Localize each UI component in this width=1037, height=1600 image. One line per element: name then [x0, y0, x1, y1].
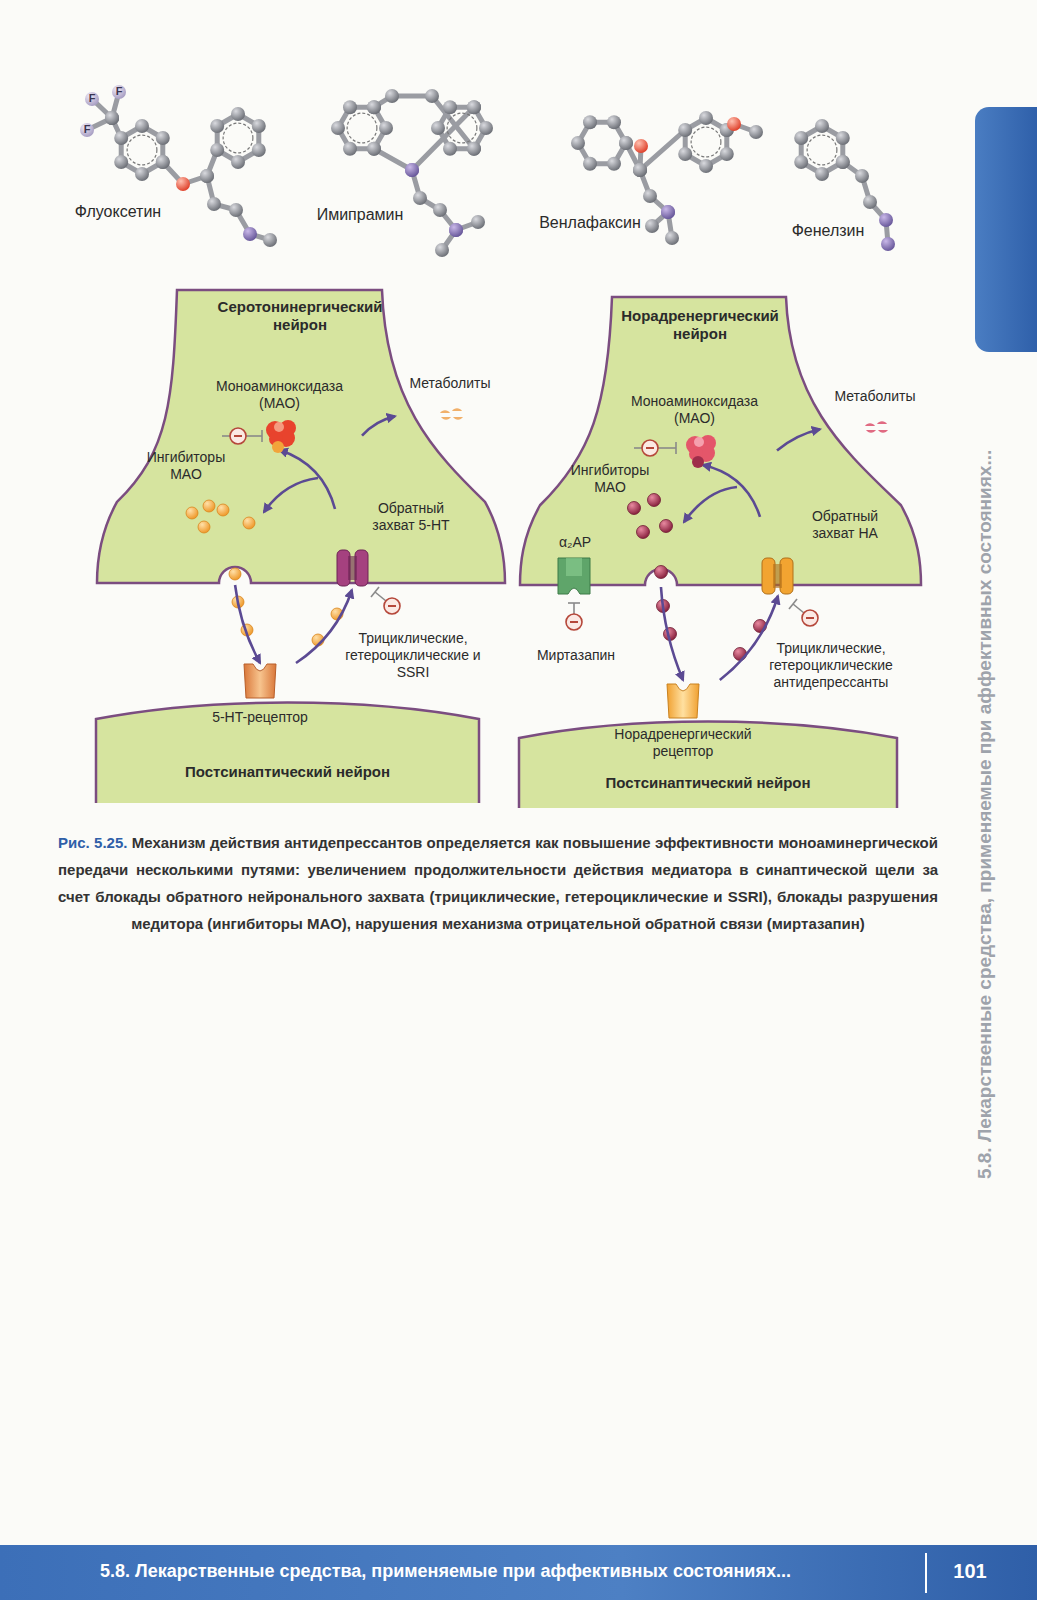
- atom-symbol: F: [81, 123, 93, 136]
- drug-name: Имипрамин: [304, 205, 416, 224]
- side-tab: [975, 107, 1037, 352]
- flow-arrow: [296, 590, 352, 663]
- node-label: Норадренергический нейрон: [600, 307, 800, 343]
- node-label: Моноаминоксидаза (МАО): [612, 393, 777, 427]
- inhibitor-label: Ингибиторы МАО: [138, 449, 234, 483]
- node-label: Моноаминоксидаза (МАО): [197, 378, 362, 412]
- enzyme: Моноаминоксидаза (МАО): [612, 393, 777, 465]
- flow-arrow: [235, 585, 260, 663]
- atom-symbol: F: [113, 85, 125, 98]
- node-label: 5-HT-рецептор: [190, 709, 330, 726]
- node-label: Обратный захват НА: [792, 508, 898, 542]
- node-label: Метаболиты: [395, 375, 505, 392]
- node-label: Серотонинергический нейрон: [200, 298, 400, 334]
- receptor: 5-HT-рецептор: [200, 663, 320, 731]
- flow-arrow: [661, 587, 683, 680]
- drug-name: Венлафаксин: [528, 213, 652, 232]
- footer-text: 5.8. Лекарственные средства, применяемые…: [100, 1561, 910, 1583]
- node-label: α₂АР: [548, 534, 602, 551]
- drug-class-label: Трициклические, гетероциклические антиде…: [746, 640, 916, 690]
- figure-number: Рис. 5.25.: [58, 834, 127, 851]
- drug-name: Флуоксетин: [62, 202, 174, 221]
- metabolites: Метаболиты: [395, 375, 505, 430]
- caption-text: Механизм действия антидепрессантов опред…: [58, 834, 938, 932]
- node-label: Постсинаптический нейрон: [518, 774, 898, 792]
- drug-class-label: Трициклические, гетероциклические и SSRI: [330, 630, 496, 680]
- atom-symbol: F: [86, 92, 98, 105]
- enzyme: Моноаминоксидаза (МАО): [197, 378, 362, 450]
- node-label: Норадренергический рецептор: [603, 726, 763, 760]
- autoreceptor: α₂АР: [548, 534, 602, 600]
- drug-label: Миртазапин: [524, 647, 628, 664]
- inhibitor-label: Ингибиторы МАО: [562, 462, 658, 496]
- postsynaptic-neuron: Постсинаптический нейрон 5-HT-рецептор: [95, 693, 480, 803]
- node-label: Постсинаптический нейрон: [95, 763, 480, 781]
- drug-name: Фенелзин: [778, 221, 878, 240]
- transporter: Обратный захват 5-HT: [335, 500, 465, 590]
- footer-divider: [925, 1553, 927, 1593]
- node-label: Метаболиты: [820, 388, 930, 405]
- running-head: 5.8. Лекарственные средства, применяемые…: [974, 384, 997, 1244]
- neuron-terminal: Серотонинергический нейронМоноаминоксида…: [95, 288, 507, 585]
- postsynaptic-neuron: Постсинаптический нейрон Норадренергическ…: [518, 712, 898, 808]
- receptor: Норадренергический рецептор: [603, 680, 763, 765]
- transporter: Обратный захват НА: [760, 508, 898, 596]
- neuron-terminal: Норадренергический нейронМоноаминоксидаз…: [518, 295, 923, 587]
- figure-caption: Рис. 5.25. Механизм действия антидепресс…: [58, 829, 938, 937]
- page-number: 101: [940, 1559, 1000, 1583]
- metabolites: Метаболиты: [820, 388, 930, 443]
- node-label: Обратный захват 5-HT: [357, 500, 465, 534]
